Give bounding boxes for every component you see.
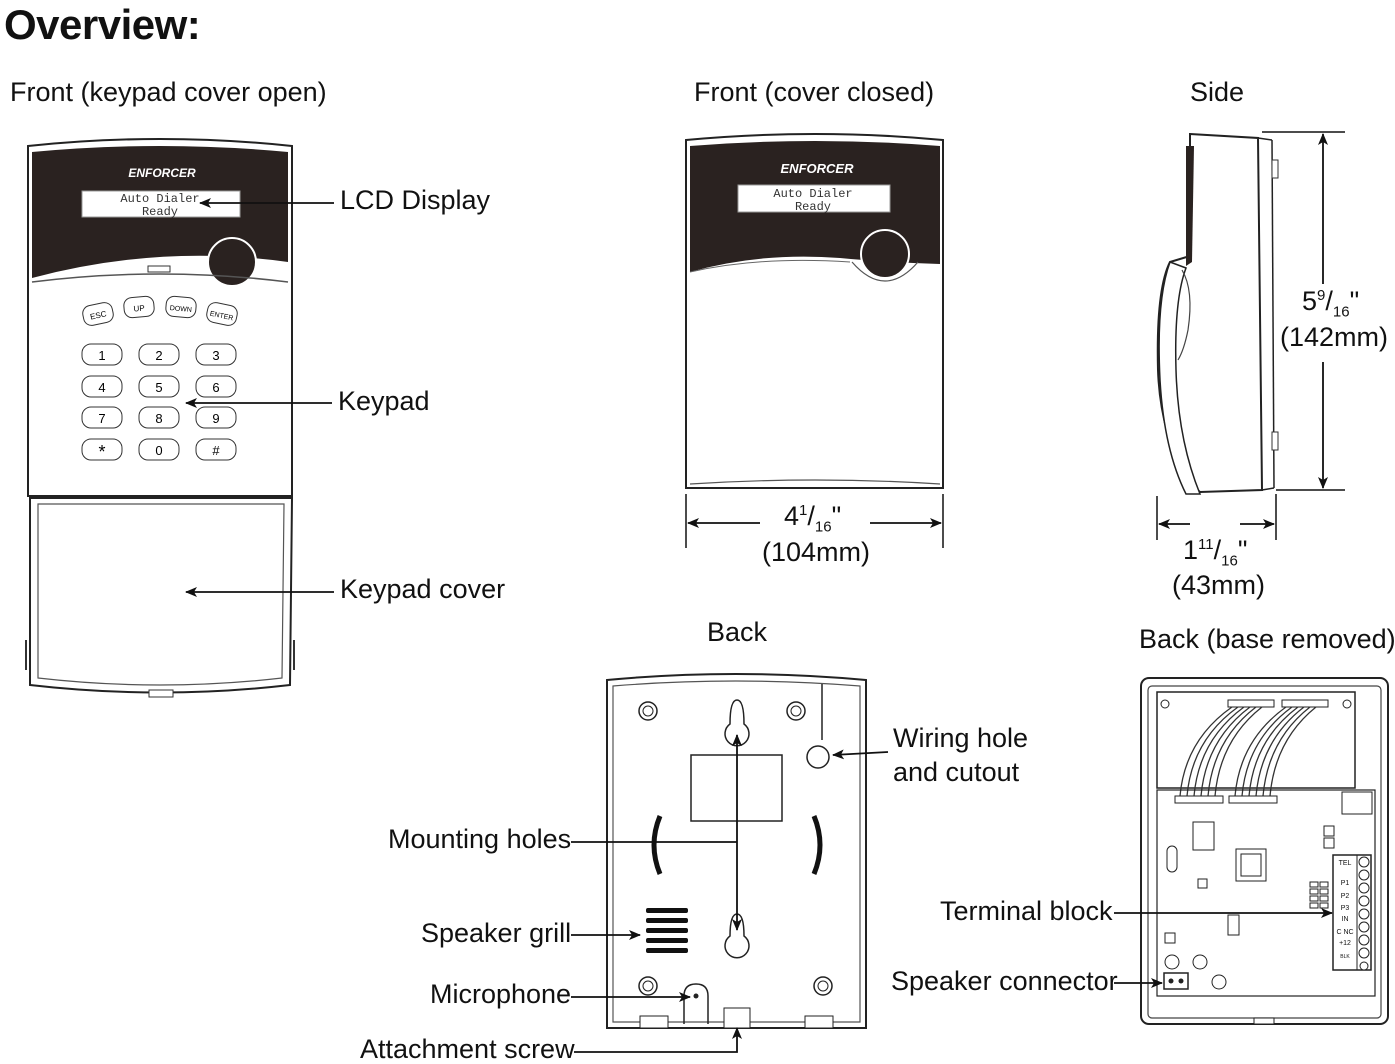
lcd-closed-line1: Auto Dialer: [773, 187, 852, 201]
led-indicator: [147, 265, 171, 273]
callout-keypad: Keypad: [338, 386, 430, 416]
lcd-line1: Auto Dialer: [120, 192, 199, 206]
wiring-hole-leader: [832, 749, 889, 760]
key-0: [138, 438, 180, 461]
key-3-label: 3: [212, 348, 219, 363]
key-2: [138, 343, 180, 366]
speaker-connector: [1163, 972, 1189, 990]
key-7-label: 7: [98, 411, 105, 426]
microphone-hole: [693, 993, 699, 999]
caption-back: Back: [707, 617, 768, 647]
key-down-label: DOWN: [169, 305, 192, 314]
key-6-label: 6: [212, 380, 219, 395]
screw-top-right: [786, 701, 806, 721]
dim-width-fraction: 41/16": [784, 501, 842, 536]
callout-terminal-block: Terminal block: [940, 896, 1113, 926]
lcd-display-closed: [737, 184, 891, 213]
callout-keypad-cover: Keypad cover: [340, 574, 506, 604]
screw-bottom-left: [638, 976, 658, 996]
callout-mounting-holes: Mounting holes: [388, 824, 572, 854]
caption-front-open: Front (keypad cover open): [10, 77, 327, 107]
key-5: [138, 375, 180, 398]
key-star-label: *: [98, 442, 105, 462]
key-1-label: 1: [98, 348, 105, 363]
terminal-label-in: IN: [1342, 916, 1349, 923]
key-star: [81, 438, 123, 461]
brand-logo: ENFORCER: [128, 166, 196, 180]
callout-attachment-screw: Attachment screw: [360, 1034, 575, 1064]
key-up: [123, 295, 155, 319]
caption-front-closed: Front (cover closed): [694, 77, 935, 107]
dim-width-mm: (104mm): [762, 537, 871, 567]
key-0-label: 0: [155, 443, 162, 458]
callout-speaker-connector: Speaker connector: [891, 966, 1118, 996]
attachment-screw-tab: [723, 1007, 751, 1029]
dim-height-mm: (142mm): [1280, 322, 1389, 352]
screw-bottom-right: [813, 976, 833, 996]
key-5-label: 5: [155, 380, 162, 395]
key-esc: [82, 302, 114, 326]
pcb-board: [1156, 789, 1376, 997]
terminal-label-12: +12: [1339, 940, 1351, 947]
key-9-label: 9: [212, 411, 219, 426]
key-hash: [195, 438, 237, 461]
keypad-cover: [29, 497, 294, 694]
terminal-label-p2: P2: [1341, 893, 1350, 900]
lcd-closed-line2: Ready: [795, 200, 831, 214]
speaker-grill: [646, 908, 688, 953]
key-2-label: 2: [155, 348, 162, 363]
speaker-button-closed: [860, 229, 910, 279]
key-hash-label: #: [212, 443, 220, 458]
terminal-label-blk: BLK: [1340, 954, 1350, 960]
wiring-hole: [806, 745, 830, 769]
page-title: Overview:: [4, 1, 201, 48]
terminal-label-cnc: C NC: [1336, 929, 1353, 936]
front-closed-device: ENFORCER Auto Dialer Ready: [685, 133, 944, 489]
front-open-device: ENFORCER Auto Dialer Ready ESC UP DOWN E…: [25, 138, 295, 698]
speaker-button: [207, 237, 257, 287]
lcd-line2: Ready: [142, 205, 178, 219]
dim-depth-mm: (43mm): [1172, 570, 1265, 600]
mounting-hole-bottom: [724, 913, 750, 959]
key-4-label: 4: [98, 380, 105, 395]
key-6: [195, 375, 237, 398]
numeric-keypad: 1 2 3 4 5 6 7 8 9 * 0 #: [81, 343, 237, 462]
key-8-label: 8: [155, 411, 162, 426]
key-up-label: UP: [133, 304, 145, 314]
terminal-label-p1: P1: [1341, 880, 1350, 887]
caption-back-base-removed: Back (base removed): [1139, 624, 1395, 654]
key-esc-label: ESC: [89, 309, 107, 321]
key-1: [81, 343, 123, 366]
key-enter-label: ENTER: [209, 311, 234, 323]
lcd-display: [81, 190, 241, 218]
callout-wiring-hole-line1: Wiring hole: [893, 723, 1029, 753]
back-base-removed-device: TEL P1 P2 P3 IN C NC +12 BLK: [1140, 677, 1389, 1025]
key-8: [138, 406, 180, 429]
dim-depth-fraction: 111/16": [1183, 535, 1248, 570]
callout-speaker-grill: Speaker grill: [421, 918, 572, 948]
key-4: [81, 375, 123, 398]
attachment-screw-leader: [574, 1027, 742, 1053]
callout-microphone: Microphone: [430, 979, 572, 1009]
nav-keys: ESC UP DOWN ENTER: [82, 295, 238, 326]
key-down: [165, 295, 197, 319]
callout-lcd-display: LCD Display: [340, 185, 491, 215]
key-9: [195, 406, 237, 429]
terminal-label-p3: P3: [1341, 905, 1350, 912]
brand-logo-closed: ENFORCER: [781, 161, 855, 176]
mounting-hole-top: [724, 699, 750, 747]
terminal-label-tel: TEL: [1339, 860, 1352, 867]
callout-wiring-hole-line2: and cutout: [893, 757, 1020, 787]
dim-height-fraction: 59/16": [1302, 286, 1360, 321]
key-7: [81, 406, 123, 429]
key-enter: [206, 302, 238, 326]
lcd-module: [1156, 691, 1356, 789]
screw-top-left: [638, 701, 658, 721]
caption-side: Side: [1190, 77, 1245, 107]
side-view-device: [1156, 132, 1279, 495]
key-3: [195, 343, 237, 366]
